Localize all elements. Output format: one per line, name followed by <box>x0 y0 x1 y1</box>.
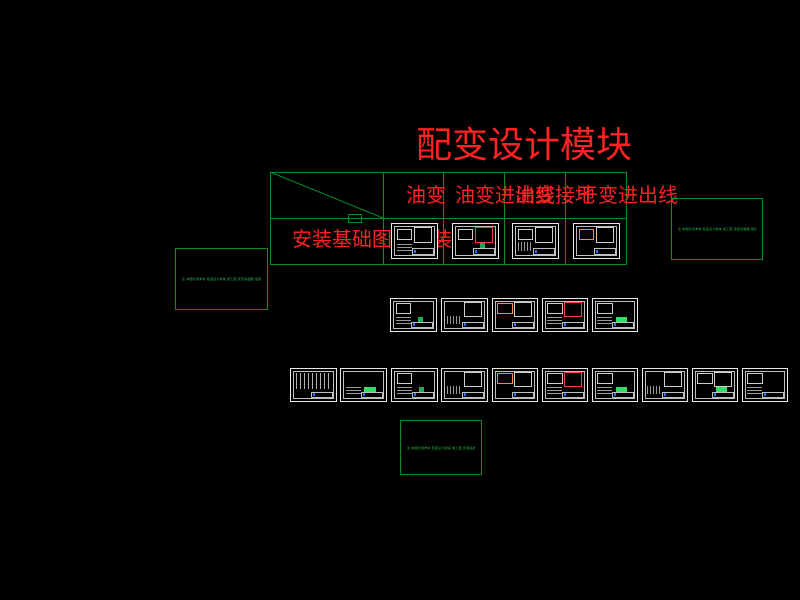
module-title: 配变设计模块 <box>416 125 633 166</box>
note-text: 注:本图仅供参考 配变设计模块 施工图 安装基础图 组装图 (说明) <box>678 227 756 231</box>
header-oil-transformer: 油变 <box>406 183 446 207</box>
header-oil-transformer-grounding: 油变接地 <box>515 183 595 207</box>
note-box-bottom[interactable]: 注:本图仅供参考 配变设计模块 施工图 安装基础图 组装图 (说明) <box>400 420 482 475</box>
note-box-left[interactable]: 注:本图仅供参考 配变设计模块 施工图 安装基础图 组装图 (说明) <box>175 248 268 310</box>
drawing-sheet[interactable] <box>441 368 488 402</box>
row-label-foundation-assembly: 安装基础图、组装图 <box>292 227 472 251</box>
drawing-sheet[interactable] <box>441 298 488 332</box>
drawing-sheet[interactable] <box>492 298 538 332</box>
table-drawing-thumb[interactable] <box>573 223 620 259</box>
table-drawing-thumb[interactable] <box>391 223 438 259</box>
drawing-sheet[interactable] <box>542 298 588 332</box>
drawing-sheet[interactable] <box>742 368 788 402</box>
drawing-sheet[interactable] <box>340 368 387 402</box>
drawing-sheet[interactable] <box>592 368 638 402</box>
note-text: 注:本图仅供参考 配变设计模块 施工图 安装基础图 组装图 (说明) <box>407 445 475 450</box>
note-box-right[interactable]: 注:本图仅供参考 配变设计模块 施工图 安装基础图 组装图 (说明) <box>671 198 763 260</box>
drawing-sheet[interactable] <box>290 368 337 402</box>
drawing-sheet[interactable] <box>492 368 538 402</box>
drawing-sheet[interactable] <box>390 298 437 332</box>
drawing-sheet[interactable] <box>642 368 688 402</box>
drawing-sheet[interactable] <box>391 368 438 402</box>
drawing-sheet[interactable] <box>692 368 738 402</box>
header-oil-transformer-inout: 油变进出线 <box>455 183 555 207</box>
drawing-sheet[interactable] <box>542 368 588 402</box>
table-drawing-thumb[interactable] <box>512 223 559 259</box>
header-dry-transformer-inout: 干变进出线 <box>578 183 678 207</box>
table-drawing-thumb[interactable] <box>452 223 499 259</box>
note-text: 注:本图仅供参考 配变设计模块 施工图 安装基础图 组装图 (说明) <box>182 277 261 281</box>
drawing-sheet[interactable] <box>592 298 638 332</box>
